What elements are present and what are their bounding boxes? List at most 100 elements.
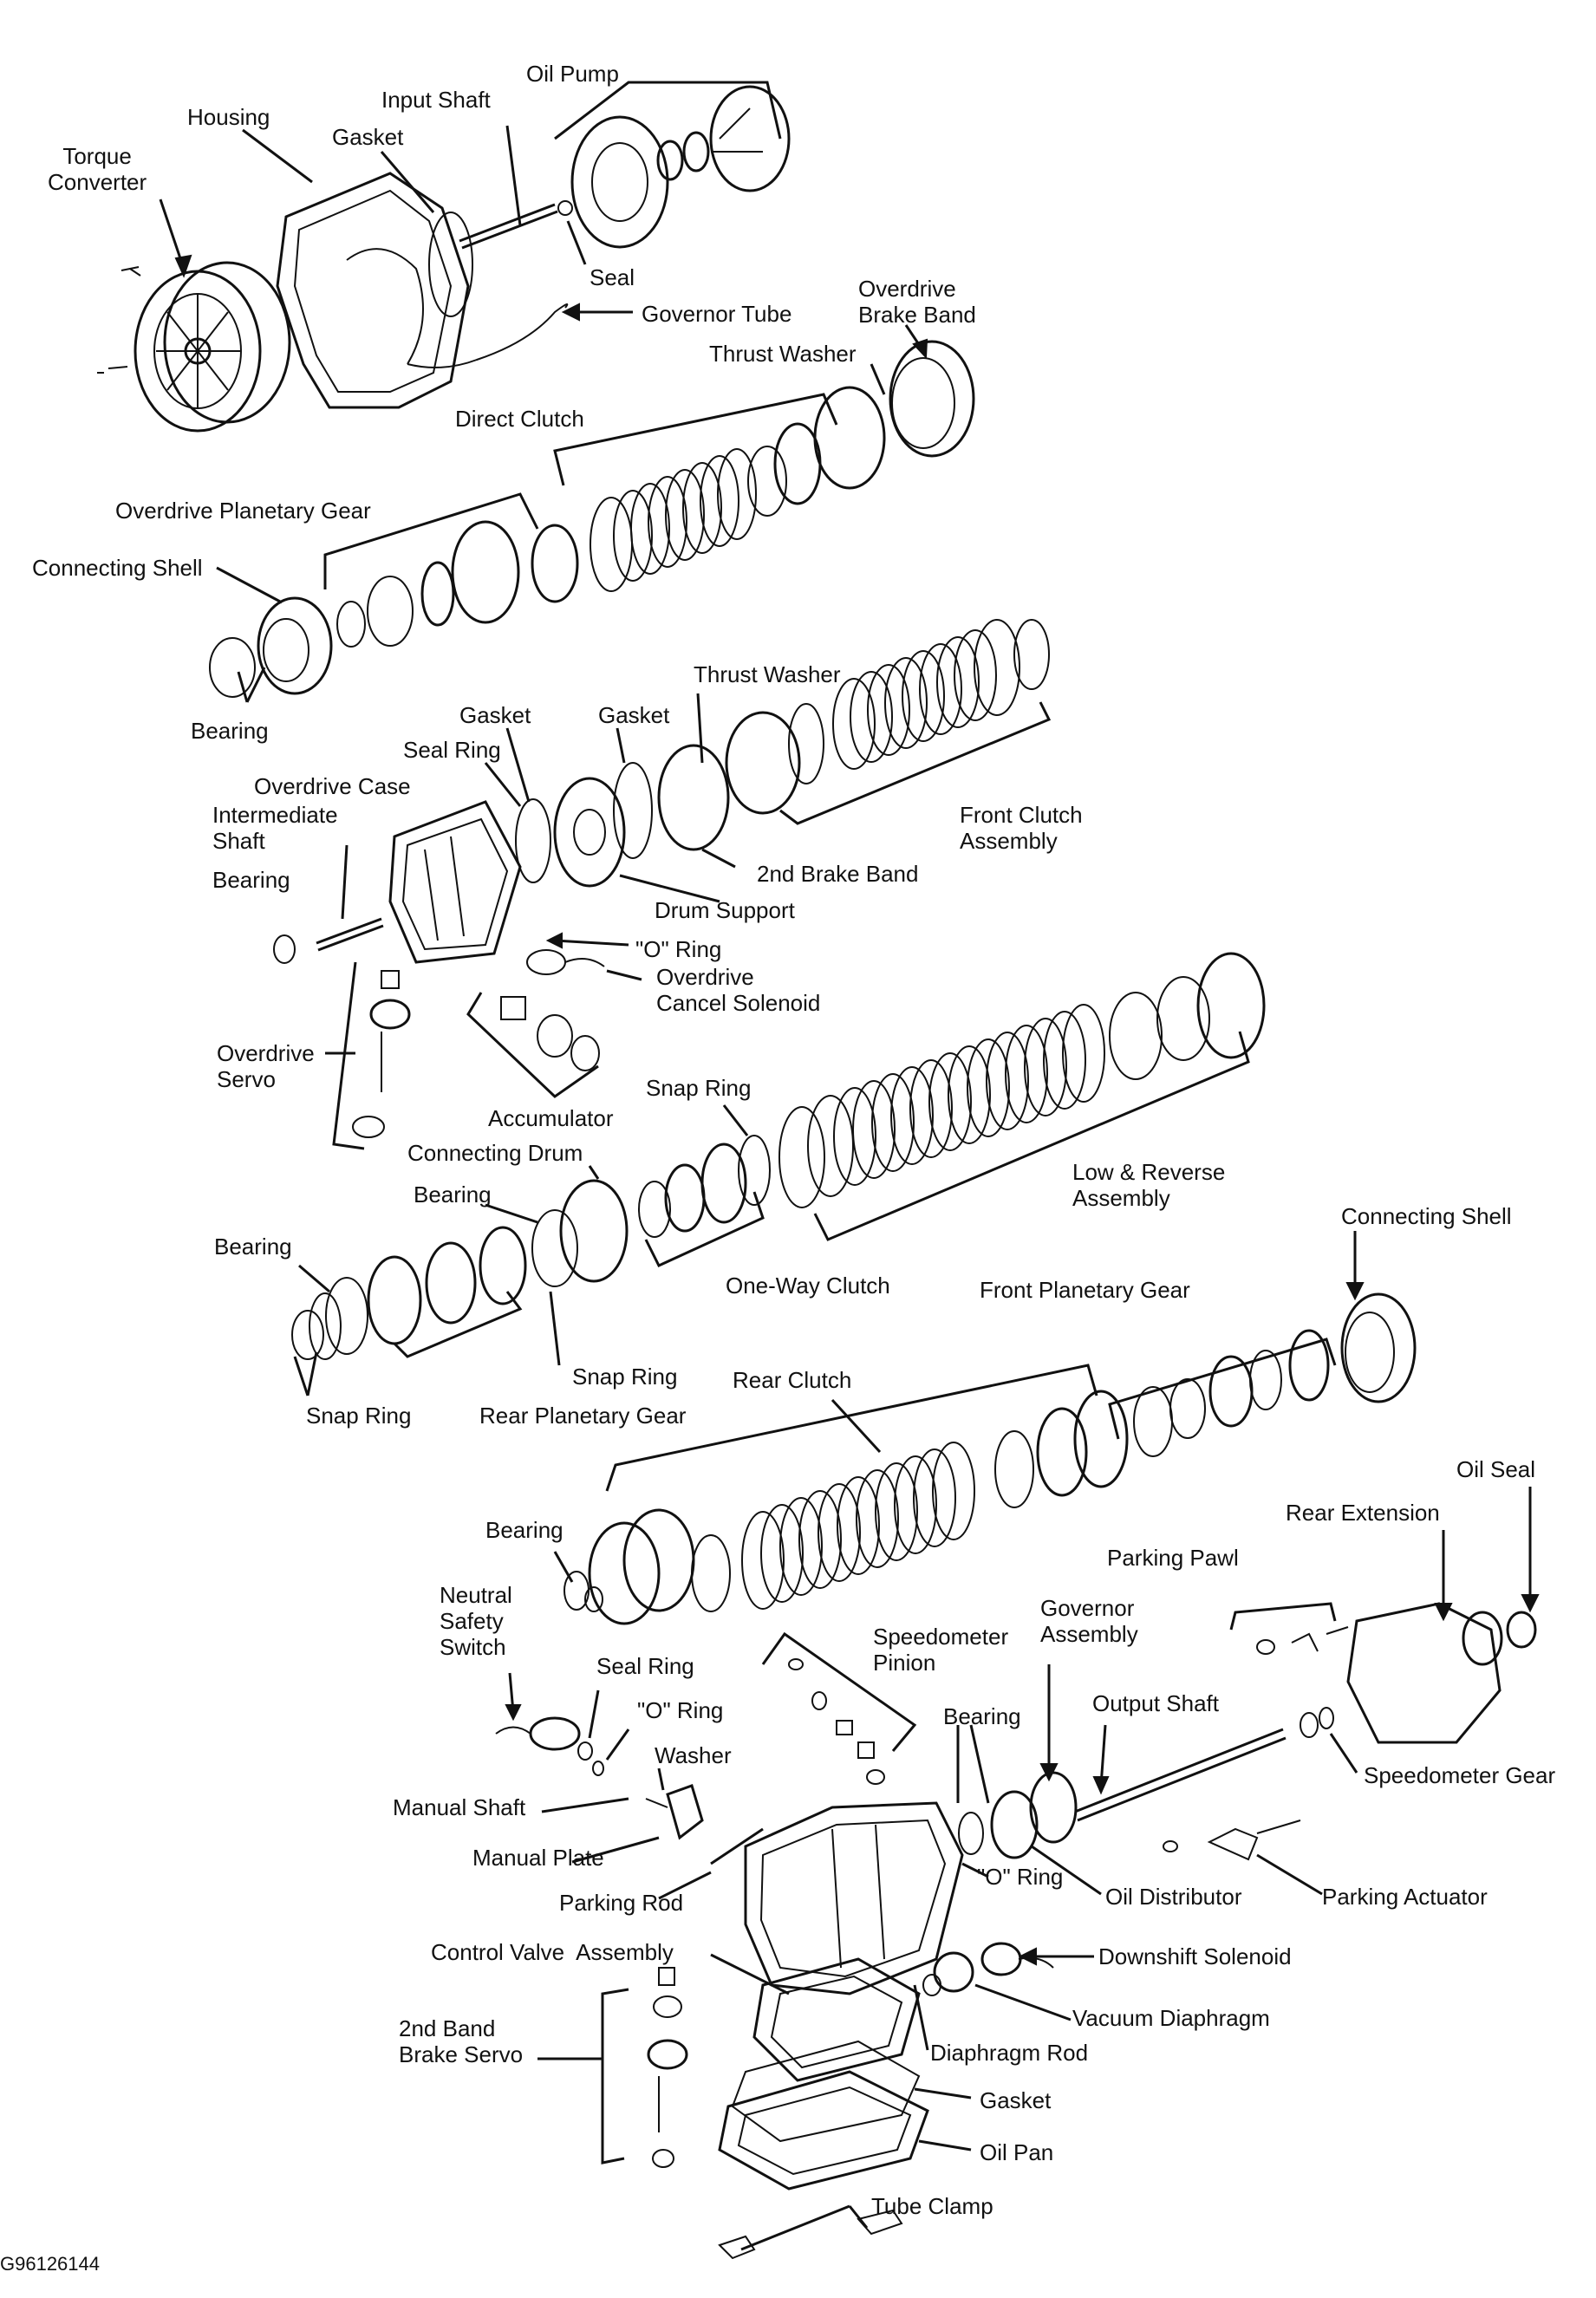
label-overdrive-brake-band: Overdrive Brake Band xyxy=(858,276,976,328)
label-rear-planetary-gear: Rear Planetary Gear xyxy=(479,1403,687,1429)
label-tube-clamp: Tube Clamp xyxy=(871,2193,993,2219)
label-bearing-2: Bearing xyxy=(212,867,290,893)
label-output-shaft: Output Shaft xyxy=(1092,1690,1219,1716)
label-one-way-clutch: One-Way Clutch xyxy=(726,1273,890,1299)
neutral-safety-switch-part xyxy=(495,1716,604,1776)
seal-ring-mid-part xyxy=(515,798,551,883)
control-valve-assembly-part xyxy=(752,1957,921,2082)
vacuum-diaphragm-part xyxy=(922,1951,974,1996)
label-front-planetary-gear: Front Planetary Gear xyxy=(980,1277,1190,1303)
downshift-solenoid-part xyxy=(980,1942,1054,1976)
label-low-reverse-assembly: Low & Reverse Assembly xyxy=(1072,1159,1226,1211)
label-diaphragm-rod: Diaphragm Rod xyxy=(930,2040,1089,2066)
label-input-shaft: Input Shaft xyxy=(381,87,491,113)
connecting-drum-part xyxy=(531,1179,629,1287)
oil-pump-part xyxy=(570,85,791,249)
label-snap-ring-2: Snap Ring xyxy=(572,1364,678,1390)
label-seal-ring-low: Seal Ring xyxy=(596,1653,694,1679)
rear-extension-part xyxy=(1346,1602,1537,1744)
manual-plate-part xyxy=(645,1784,704,1840)
label-parking-pawl: Parking Pawl xyxy=(1107,1545,1239,1571)
overdrive-case-part xyxy=(388,800,522,964)
label-parking-actuator: Parking Actuator xyxy=(1322,1884,1488,1910)
second-brake-band-part xyxy=(657,744,730,851)
label-overdrive-cancel-solenoid: Overdrive Cancel Solenoid xyxy=(656,964,821,1016)
label-overdrive-servo: Overdrive Servo xyxy=(217,1040,315,1092)
speedometer-pinion-part xyxy=(788,1658,885,1785)
label-control-valve-assembly: Control Valve Assembly xyxy=(431,1939,674,1965)
label-neutral-safety-switch: Neutral Safety Switch xyxy=(440,1582,512,1660)
label-manual-plate: Manual Plate xyxy=(472,1845,604,1871)
front-planetary-gear-part xyxy=(1133,1329,1330,1457)
second-band-brake-servo-part xyxy=(647,1967,688,2168)
label-manual-shaft: Manual Shaft xyxy=(393,1794,526,1820)
label-snap-ring-3: Snap Ring xyxy=(306,1403,412,1429)
label-connecting-shell-top: Connecting Shell xyxy=(32,555,203,581)
label-direct-clutch: Direct Clutch xyxy=(455,406,584,432)
label-o-ring-low-1: "O" Ring xyxy=(637,1697,724,1723)
overdrive-servo-part xyxy=(352,970,411,1138)
parking-actuator-part xyxy=(1163,1820,1301,1861)
label-o-ring-mid: "O" Ring xyxy=(635,936,722,962)
gasket-top-part xyxy=(428,212,473,317)
accumulator-part xyxy=(500,996,600,1071)
label-oil-pump: Oil Pump xyxy=(526,61,619,87)
label-gasket-mid-1: Gasket xyxy=(459,702,531,728)
bearing-5-part xyxy=(563,1571,603,1612)
label-thrust-washer-top: Thrust Washer xyxy=(709,341,857,367)
label-gasket-mid-2: Gasket xyxy=(598,702,670,728)
label-front-clutch-assembly: Front Clutch Assembly xyxy=(960,802,1083,854)
label-torque-converter: Torque Converter xyxy=(48,143,147,195)
label-bearing-4: Bearing xyxy=(214,1234,292,1260)
overdrive-planetary-gear-part xyxy=(336,520,520,648)
label-housing: Housing xyxy=(187,104,270,130)
parking-rod-part xyxy=(710,1827,764,1865)
governor-tube-part xyxy=(407,303,569,368)
snap-ring-1-part xyxy=(738,1135,771,1206)
direct-clutch-part xyxy=(531,386,886,603)
housing-part xyxy=(276,172,470,409)
label-oil-seal: Oil Seal xyxy=(1456,1456,1536,1482)
one-way-clutch-part xyxy=(638,1142,747,1238)
label-thrust-washer-mid: Thrust Washer xyxy=(694,661,841,687)
rear-planetary-gear-part xyxy=(325,1226,527,1355)
label-o-ring-low-2: "O" Ring xyxy=(977,1864,1064,1890)
tube-clamp-part xyxy=(718,2209,903,2260)
label-drum-support: Drum Support xyxy=(655,897,795,923)
torque-converter-part xyxy=(97,261,291,433)
label-oil-distributor: Oil Distributor xyxy=(1105,1884,1242,1910)
label-governor-assembly: Governor Assembly xyxy=(1040,1595,1138,1647)
label-washer: Washer xyxy=(655,1742,732,1768)
bearing-4-part xyxy=(291,1292,342,1360)
label-speedometer-pinion: Speedometer Pinion xyxy=(873,1624,1009,1676)
label-second-band-brake-servo: 2nd Band Brake Servo xyxy=(399,2015,524,2067)
label-bearing-6: Bearing xyxy=(943,1703,1021,1729)
label-gasket-low: Gasket xyxy=(980,2087,1052,2113)
label-connecting-drum: Connecting Drum xyxy=(407,1140,583,1166)
label-downshift-solenoid: Downshift Solenoid xyxy=(1098,1943,1292,1969)
label-overdrive-case: Overdrive Case xyxy=(254,773,411,799)
front-clutch-assembly-part xyxy=(725,619,1050,815)
overdrive-cancel-solenoid-part xyxy=(526,949,605,975)
label-rear-clutch: Rear Clutch xyxy=(733,1367,852,1393)
label-seal: Seal xyxy=(590,264,635,290)
label-gasket-top: Gasket xyxy=(332,124,404,150)
low-reverse-assembly-part xyxy=(778,952,1266,1208)
label-accumulator: Accumulator xyxy=(488,1105,614,1131)
input-shaft-part xyxy=(459,200,573,250)
oil-distributor-part xyxy=(990,1790,1039,1859)
label-vacuum-diaphragm: Vacuum Diaphragm xyxy=(1072,2005,1270,2031)
figure-code: G96126144 xyxy=(0,2253,100,2275)
label-bearing-5: Bearing xyxy=(485,1517,563,1543)
transmission-case-part xyxy=(744,1801,964,1995)
label-intermediate-shaft: Intermediate Shaft xyxy=(212,802,338,854)
rear-clutch-part xyxy=(588,1390,1129,1625)
label-speedometer-gear: Speedometer Gear xyxy=(1364,1762,1556,1788)
label-governor-tube: Governor Tube xyxy=(642,301,792,327)
output-shaft-part xyxy=(1074,1707,1334,1822)
intermediate-shaft-part xyxy=(273,917,384,964)
label-bearing-3: Bearing xyxy=(414,1182,492,1208)
bearing-6-part xyxy=(958,1812,984,1855)
label-bearing-1: Bearing xyxy=(191,718,269,744)
